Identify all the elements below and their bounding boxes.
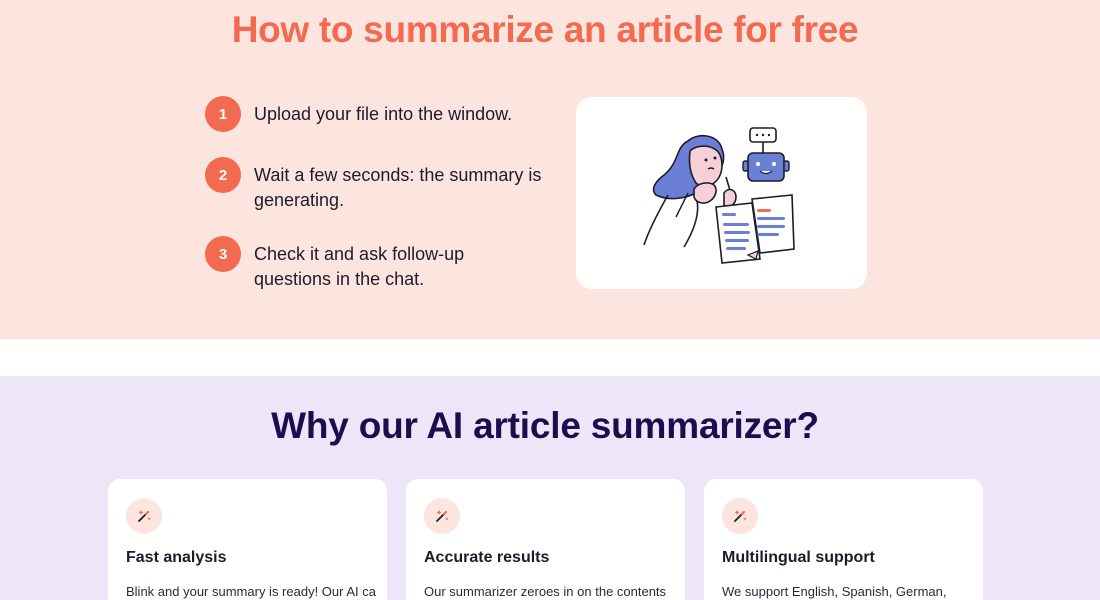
woman-reading-with-robot-illustration (643, 127, 795, 264)
feature-description: Our summarizer zeroes in on the contents (424, 584, 667, 599)
step-number-badge: 2 (205, 157, 241, 193)
step-number-badge: 3 (205, 236, 241, 272)
feature-title: Fast analysis (126, 549, 227, 566)
step-1: 1 Upload your file into the window. (205, 96, 544, 132)
illustration-card (576, 97, 867, 289)
how-to-title: How to summarize an article for free (231, 9, 859, 50)
magic-wand-icon (126, 498, 162, 534)
step-number-badge: 1 (205, 96, 241, 132)
feature-card-multilingual-support: Multilingual support We support English,… (704, 479, 983, 600)
section-divider (0, 339, 1100, 376)
feature-title: Multilingual support (722, 549, 875, 566)
step-2: 2 Wait a few seconds: the summary is gen… (205, 157, 544, 213)
step-text: Upload your file into the window. (254, 104, 513, 124)
feature-card-accurate-results: Accurate results Our summarizer zeroes i… (406, 479, 685, 600)
step-text: Wait a few seconds: the summary is gener… (254, 165, 542, 210)
feature-title: Accurate results (424, 549, 550, 566)
step-text: Check it and ask follow-up questions in … (254, 244, 465, 289)
magic-wand-icon (722, 498, 758, 534)
step-3: 3 Check it and ask follow-up questions i… (205, 236, 544, 292)
magic-wand-icon (424, 498, 460, 534)
why-title: Why our AI article summarizer? (271, 405, 819, 446)
feature-description: We support English, Spanish, German, (722, 584, 947, 599)
how-to-section: How to summarize an article for free 1 U… (0, 0, 1100, 339)
feature-description: Blink and your summary is ready! Our AI … (126, 584, 376, 599)
feature-card-fast-analysis: Fast analysis Blink and your summary is … (108, 479, 387, 600)
why-section: Why our AI article summarizer? Fast anal… (0, 376, 1100, 600)
